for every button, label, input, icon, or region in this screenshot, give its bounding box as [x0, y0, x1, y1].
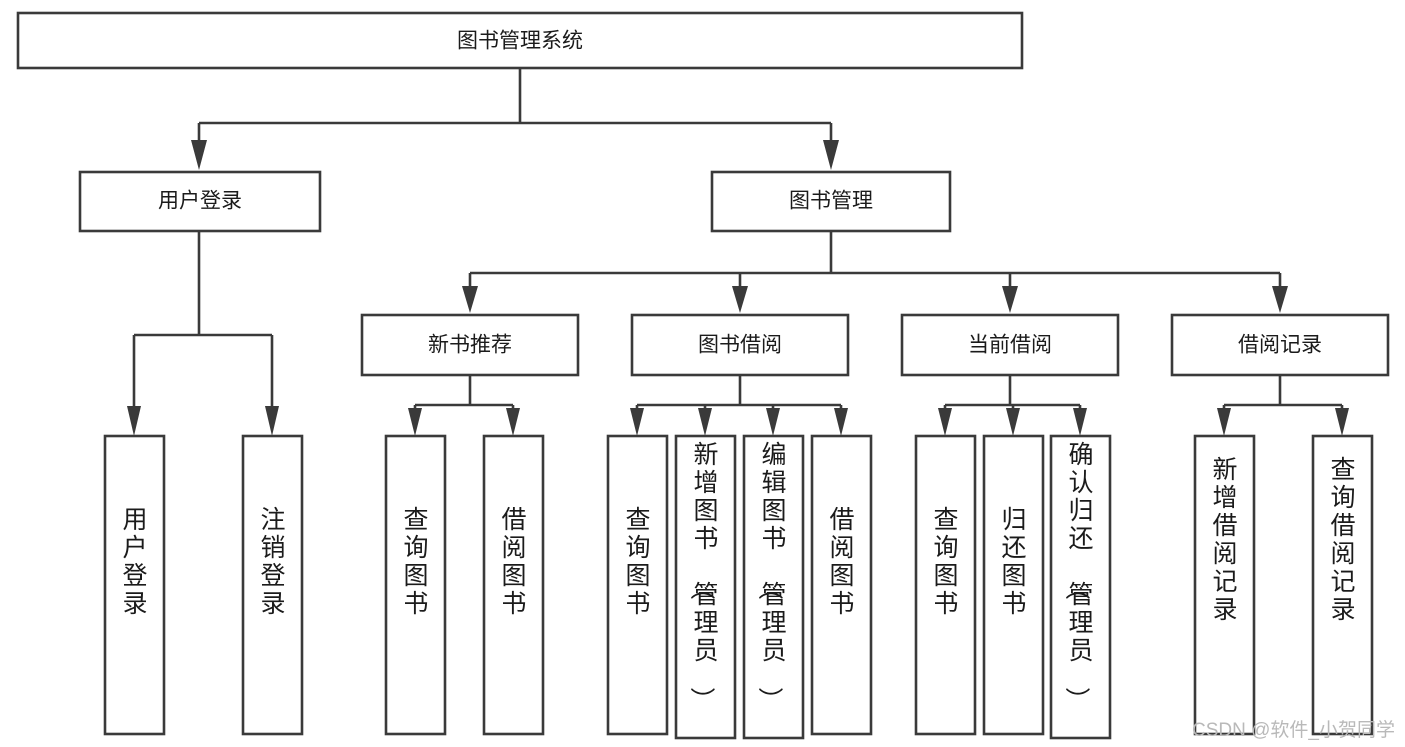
node-leaf-return-book-label: 归还图书	[1001, 506, 1026, 618]
node-leaf-confirm-return-admin-box[interactable]	[1049, 434, 1112, 740]
arrow-borrow-record-to-leaf2	[1335, 408, 1349, 436]
node-leaf-query-book-1-label: 查询图书	[403, 506, 428, 618]
node-leaf-edit-book-admin[interactable]: 编辑图书（管理员）	[742, 434, 805, 740]
node-book-management[interactable]: 图书管理	[710, 170, 952, 233]
node-book-borrow[interactable]: 图书借阅	[630, 313, 850, 377]
node-leaf-borrow-book-2-box[interactable]	[810, 434, 873, 736]
node-borrow-record[interactable]: 借阅记录	[1170, 313, 1390, 377]
csdn-watermark: CSDN @软件_小贺同学	[1192, 719, 1395, 741]
node-leaf-confirm-return-admin[interactable]: 确认归还（管理员）	[1049, 434, 1112, 740]
node-book-management-box[interactable]	[710, 170, 952, 233]
node-leaf-add-book-admin-box[interactable]	[674, 434, 737, 740]
arrow-root-to-book-management	[823, 140, 839, 170]
node-root[interactable]: 图书管理系统	[16, 11, 1024, 70]
arrow-new-book-to-leaf1	[408, 408, 422, 436]
arrow-bm-to-borrow-record	[1272, 286, 1288, 313]
arrow-root-to-user-login	[191, 140, 207, 170]
node-leaf-query-borrow-record-label: 查询借阅记录	[1330, 456, 1355, 624]
node-book-management-label: 图书管理	[789, 190, 873, 213]
arrow-bm-to-book-borrow	[732, 286, 748, 313]
node-leaf-borrow-book-2-label: 借阅图书	[829, 506, 854, 618]
node-leaf-edit-book-admin-box[interactable]	[742, 434, 805, 740]
node-user-login-box[interactable]	[78, 170, 322, 233]
node-leaf-query-book-3[interactable]: 查询图书	[914, 434, 977, 736]
node-new-book-recommend-box[interactable]	[360, 313, 580, 377]
node-leaf-add-borrow-record[interactable]: 新增借阅记录	[1193, 434, 1256, 736]
node-new-book-recommend-label: 新书推荐	[428, 334, 512, 357]
node-leaf-edit-book-admin-label: 编辑图书（管理员）	[755, 441, 786, 712]
node-leaf-user-login-label: 用户登录	[122, 506, 147, 618]
node-leaf-query-book-2[interactable]: 查询图书	[606, 434, 669, 736]
arrow-book-borrow-to-leaf4	[834, 408, 848, 436]
arrow-book-borrow-to-leaf2	[698, 408, 712, 436]
node-leaf-query-book-3-box[interactable]	[914, 434, 977, 736]
arrow-current-borrow-to-leaf2	[1006, 408, 1020, 436]
arrow-borrow-record-to-leaf1	[1217, 408, 1231, 436]
node-leaf-logout-login-box[interactable]	[241, 434, 304, 736]
node-book-borrow-box[interactable]	[630, 313, 850, 377]
node-root-box[interactable]	[16, 11, 1024, 70]
node-borrow-record-label: 借阅记录	[1238, 334, 1322, 357]
node-leaf-confirm-return-admin-label: 确认归还（管理员）	[1062, 441, 1093, 712]
node-leaf-borrow-book-1-label: 借阅图书	[501, 506, 526, 618]
edges-layer	[127, 68, 1349, 436]
arrow-book-borrow-to-leaf3	[766, 408, 780, 436]
node-leaf-user-login-box[interactable]	[103, 434, 166, 736]
node-current-borrow-label: 当前借阅	[968, 334, 1052, 357]
node-user-login-label: 用户登录	[158, 190, 242, 213]
node-leaf-query-book-2-label: 查询图书	[625, 506, 650, 618]
node-leaf-add-borrow-record-box[interactable]	[1193, 434, 1256, 736]
arrow-current-borrow-to-leaf1	[938, 408, 952, 436]
node-leaf-query-book-2-box[interactable]	[606, 434, 669, 736]
node-leaf-return-book[interactable]: 归还图书	[982, 434, 1045, 736]
arrow-current-borrow-to-leaf3	[1073, 408, 1087, 436]
node-borrow-record-box[interactable]	[1170, 313, 1390, 377]
node-leaf-query-book-1-box[interactable]	[384, 434, 447, 736]
arrow-bm-to-new-book	[462, 286, 478, 313]
node-leaf-add-book-admin[interactable]: 新增图书（管理员）	[674, 434, 737, 740]
node-leaf-logout-login[interactable]: 注销登录	[241, 434, 304, 736]
node-leaf-add-borrow-record-label: 新增借阅记录	[1212, 456, 1237, 624]
node-new-book-recommend[interactable]: 新书推荐	[360, 313, 580, 377]
node-current-borrow-box[interactable]	[900, 313, 1120, 377]
node-leaf-logout-login-label: 注销登录	[260, 506, 285, 618]
arrow-user-login-to-leaf2	[265, 406, 279, 436]
node-user-login[interactable]: 用户登录	[78, 170, 322, 233]
node-leaf-query-borrow-record[interactable]: 查询借阅记录	[1311, 434, 1374, 736]
node-leaf-borrow-book-1[interactable]: 借阅图书	[482, 434, 545, 736]
node-current-borrow[interactable]: 当前借阅	[900, 313, 1120, 377]
node-leaf-add-book-admin-label: 新增图书（管理员）	[687, 441, 718, 712]
node-book-borrow-label: 图书借阅	[698, 334, 782, 357]
arrow-book-borrow-to-leaf1	[630, 408, 644, 436]
node-leaf-borrow-book-2[interactable]: 借阅图书	[810, 434, 873, 736]
node-leaf-query-book-3-label: 查询图书	[933, 506, 958, 618]
arrow-user-login-to-leaf1	[127, 406, 141, 436]
node-leaf-borrow-book-1-box[interactable]	[482, 434, 545, 736]
node-root-label: 图书管理系统	[457, 30, 583, 53]
node-leaf-user-login[interactable]: 用户登录	[103, 434, 166, 736]
node-leaf-query-book-1[interactable]: 查询图书	[384, 434, 447, 736]
node-leaf-return-book-box[interactable]	[982, 434, 1045, 736]
arrow-new-book-to-leaf2	[506, 408, 520, 436]
node-leaf-query-borrow-record-box[interactable]	[1311, 434, 1374, 736]
arrow-bm-to-current-borrow	[1002, 286, 1018, 313]
